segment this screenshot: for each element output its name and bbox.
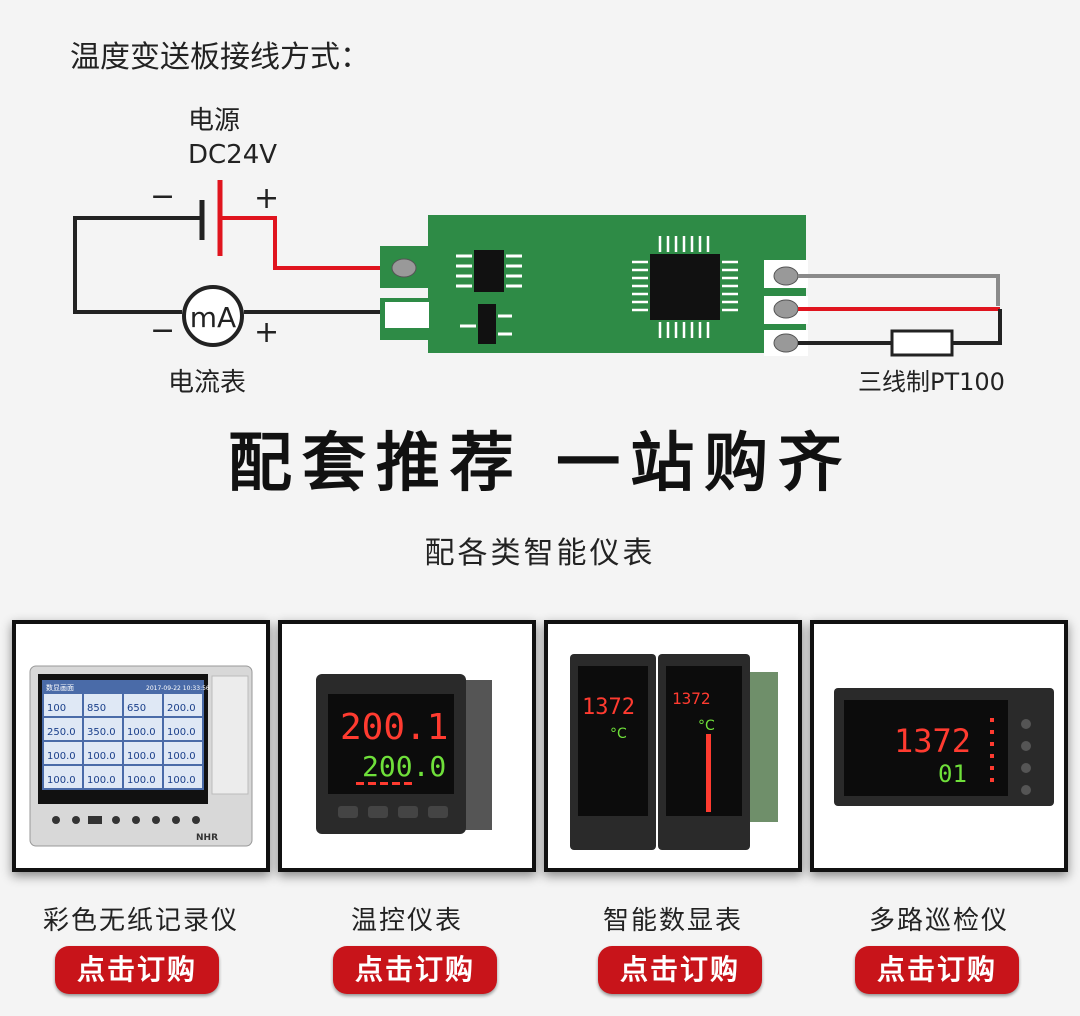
power-supply-name: 电源 (188, 106, 241, 136)
controller-pv: 200.1 (340, 707, 448, 748)
recorder-cell-value: 100.0 (47, 775, 76, 786)
order-button-inspector[interactable]: 点击订购 (855, 946, 1019, 994)
recorder-cell (84, 694, 122, 716)
order-button-temp-controller[interactable]: 点击订购 (333, 946, 497, 994)
recorder-cell-value: 100.0 (47, 751, 76, 762)
ammeter-icon: mA (182, 285, 244, 347)
recorder-cell (84, 766, 122, 788)
ammeter-plus: + (254, 315, 279, 350)
recorder-cell (124, 694, 162, 716)
positive-wire (222, 216, 402, 270)
recorder-cell-value: 200.0 (167, 703, 196, 714)
product-card-display-meter[interactable]: 1372 °C 1372 °C (544, 620, 802, 872)
recorder-cell (164, 766, 202, 788)
transmitter-board (380, 215, 808, 356)
controller-sv: 200.0 (362, 750, 446, 783)
order-button-recorder[interactable]: 点击订购 (55, 946, 219, 994)
recorder-cell (124, 766, 162, 788)
recorder-cell-value: 100.0 (127, 727, 156, 738)
recorder-cell-value: 650 (127, 703, 146, 714)
subheading: 配各类智能仪表 (424, 536, 656, 571)
recorder-cell (44, 766, 82, 788)
digital-display-meter-icon: 1372 °C 1372 °C (570, 654, 778, 850)
recorder-cell-value: 100.0 (167, 775, 196, 786)
recorder-cell-value: 100.0 (127, 775, 156, 786)
product-name-inspector: 多路巡检仪 (868, 906, 1009, 936)
recorder-brand: NHR (196, 833, 218, 843)
product-name-temp-controller: 温控仪表 (350, 906, 463, 936)
recorder-cell (84, 718, 122, 740)
recorder-cell-value: 100.0 (127, 751, 156, 762)
battery-plus: + (254, 181, 279, 216)
recorder-cell-value: 100.0 (87, 775, 116, 786)
meter-left-unit: °C (610, 726, 627, 742)
recorder-cell (84, 742, 122, 764)
ammeter-label: 电流表 (168, 368, 247, 398)
pt100-label: 三线制PT100 (858, 368, 1005, 396)
wiring-diagram: − + mA − + (73, 179, 1002, 357)
order-button-display-meter[interactable]: 点击订购 (598, 946, 762, 994)
battery-icon (199, 180, 223, 256)
recorder-cell-value: 350.0 (87, 727, 116, 738)
recorder-cell-value: 100.0 (167, 751, 196, 762)
product-name-recorder: 彩色无纸记录仪 (42, 906, 239, 936)
diagram-title: 温度变送板接线方式： (70, 40, 370, 75)
recorder-cell (44, 694, 82, 716)
product-name-display-meter: 智能数显表 (602, 906, 743, 936)
recorder-screen-time: 2017-09-22 10:33:56 (146, 685, 210, 692)
recorder-cell-value: 100.0 (167, 727, 196, 738)
recorder-cell (164, 742, 202, 764)
meter-right-unit: °C (698, 718, 715, 734)
power-supply-label: 电源 DC24V (188, 104, 277, 172)
product-card-temp-controller[interactable]: 200.1 200.0 (278, 620, 536, 872)
recorder-screen-title: 数显画面 (46, 683, 74, 692)
ammeter-symbol: mA (190, 301, 236, 334)
negative-wire (73, 216, 385, 314)
recorder-cell-value: 850 (87, 703, 106, 714)
temperature-controller-icon: 200.1 200.0 (316, 674, 492, 834)
paperless-recorder-icon: 数显画面 2017-09-22 10:33:56 100 850 650 200.0 2… (29, 665, 253, 847)
recorder-cell (44, 718, 82, 740)
recorder-cell (124, 718, 162, 740)
battery-minus: − (150, 179, 175, 214)
recorder-cell (124, 742, 162, 764)
product-card-recorder[interactable]: 数显画面 2017-09-22 10:33:56 100 850 650 200.0 2… (12, 620, 270, 872)
inspector-channel: 01 (938, 760, 967, 788)
recorder-cell-value: 250.0 (47, 727, 76, 738)
pt100-wiring (798, 274, 1002, 357)
recorder-cell (164, 718, 202, 740)
multi-channel-inspector-icon: 1372 01 (834, 688, 1054, 806)
recorder-cell-value: 100 (47, 703, 66, 714)
recorder-cell (44, 742, 82, 764)
product-card-inspector[interactable]: 1372 01 (810, 620, 1068, 872)
resistor-icon (890, 329, 954, 357)
power-supply-voltage: DC24V (188, 140, 278, 170)
recorder-cell (164, 694, 202, 716)
inspector-pv: 1372 (894, 722, 971, 760)
meter-right-value: 1372 (672, 689, 711, 708)
recorder-cell-value: 100.0 (87, 751, 116, 762)
meter-left-value: 1372 (582, 695, 635, 720)
ammeter-minus: − (150, 313, 175, 348)
headline: 配套推荐 一站购齐 (227, 427, 853, 501)
